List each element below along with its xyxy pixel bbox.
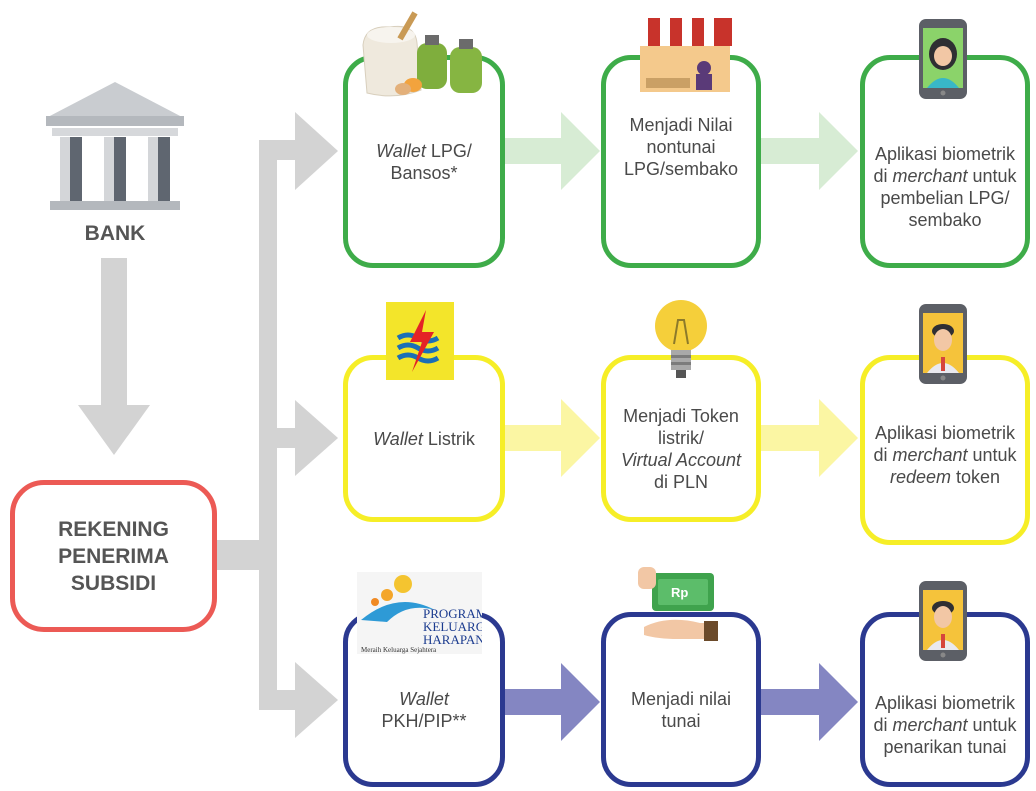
wallet-listrik-box: Wallet Listrik: [343, 355, 505, 522]
cash-hand-icon: Rp: [638, 567, 718, 641]
yellow-row-arrows: [501, 399, 858, 477]
market-stall-icon: [638, 18, 732, 92]
pkh-keluarga: KELUARGA: [423, 619, 482, 634]
pkh-tagline: Meraih Keluarga Sejahtera: [361, 646, 437, 654]
conversion-lpg-text: Menjadi Nilai nontunai LPG/sembako: [623, 114, 739, 179]
blue-row-arrows: [501, 663, 858, 741]
account-label: REKENING PENERIMA SUBSIDI: [58, 517, 169, 595]
conversion-pkh-box: Menjadi nilai tunai: [601, 612, 761, 787]
phone-man-icon: [919, 304, 967, 384]
conversion-listrik-l2: di PLN: [653, 471, 709, 492]
pkh-logo-icon: PROGRAM KELUARGA HARAPAN Meraih Keluarga…: [357, 572, 482, 654]
conversion-listrik-l1: Menjadi Token listrik/: [623, 405, 739, 448]
app-listrik-l2: untuk: [967, 445, 1017, 465]
cash-label: Rp: [671, 585, 688, 600]
app-pkh-merchant: merchant: [892, 714, 968, 735]
pln-logo-icon: [386, 302, 454, 380]
phone-woman-icon: [919, 19, 967, 99]
app-listrik-box: Aplikasi biometrik di merchant untuk red…: [860, 355, 1030, 545]
app-lpg-merchant: merchant: [892, 165, 968, 186]
bank-icon: [46, 82, 184, 210]
wallet-lpg-text: LPG/ Bansos*: [390, 140, 472, 183]
green-row-arrows: [501, 112, 858, 190]
wallet-pkh-text: PKH/PIP**: [381, 710, 467, 731]
account-box: REKENING PENERIMA SUBSIDI: [10, 480, 217, 632]
app-listrik-redeem: redeem: [889, 467, 951, 487]
bank-to-account-arrow: [78, 258, 150, 455]
wallet-pkh-prefix: Wallet: [399, 688, 449, 709]
conversion-listrik-italic: Virtual Account: [620, 449, 742, 470]
pkh-harapan: HARAPAN: [423, 632, 482, 647]
app-listrik-merchant: merchant: [892, 445, 968, 465]
app-pkh-l2: untuk penarikan tunai: [883, 714, 1017, 757]
distribution-connector: [215, 112, 338, 738]
wallet-lpg-prefix: Wallet: [376, 140, 426, 161]
rice-gas-cylinder-icon: [362, 11, 482, 97]
app-pkh-l1: Aplikasi biometrik di: [873, 692, 1016, 735]
app-listrik-l3: token: [950, 467, 1001, 487]
wallet-listrik-prefix: Wallet: [373, 428, 423, 449]
wallet-listrik-text: Listrik: [422, 428, 475, 449]
phone-man-icon: [919, 581, 967, 661]
app-lpg-l2: untuk pembelian LPG/ sembako: [880, 165, 1017, 230]
conversion-pkh-text: Menjadi nilai tunai: [630, 688, 732, 731]
app-listrik-l1: Aplikasi biometrik di: [873, 423, 1016, 465]
lightbulb-icon: [655, 300, 707, 378]
app-lpg-l1: Aplikasi biometrik di: [873, 143, 1016, 186]
bank-label: BANK: [84, 222, 146, 245]
pkh-program: PROGRAM: [423, 606, 482, 621]
